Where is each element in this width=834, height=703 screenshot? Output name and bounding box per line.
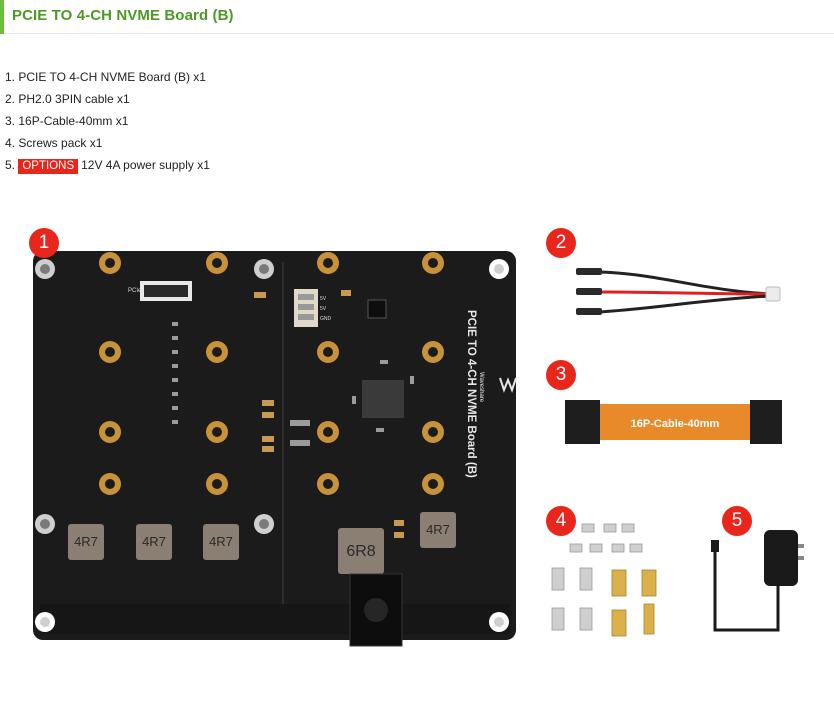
power-supply	[711, 530, 804, 632]
header-label-5v: 5V	[320, 296, 327, 302]
standoff-pad	[99, 252, 444, 495]
inductor	[68, 512, 456, 574]
list-item: 3. 16P-Cable-40mm x1	[5, 110, 210, 132]
list-item-text: 3. 16P-Cable-40mm x1	[5, 114, 129, 128]
inductor-label: 6R8	[346, 543, 375, 560]
inductor-label: 4R7	[426, 522, 450, 537]
mounting-hole	[35, 259, 509, 632]
callout-2: 2	[546, 228, 576, 258]
package-content-list: 1. PCIE TO 4-CH NVME Board (B) x1 2. PH2…	[5, 66, 210, 176]
power-header: 5V 5V GND	[294, 289, 332, 327]
header-label-gnd: GND	[320, 316, 332, 322]
list-item-text: 2. PH2.0 3PIN cable x1	[5, 92, 130, 106]
switch-chip	[362, 380, 404, 418]
options-badge: OPTIONS	[18, 159, 79, 174]
pcb-board: PCIe 5V 5V GND	[33, 251, 517, 647]
list-item-text: 1. PCIE TO 4-CH NVME Board (B) x1	[5, 70, 206, 84]
callout-1: 1	[29, 228, 59, 258]
waveshare-logo-icon	[499, 377, 517, 393]
page-title: PCIE TO 4-CH NVME Board (B)	[12, 7, 234, 24]
pcie-fpc-connector: PCIe	[128, 281, 192, 301]
inductor-label: 4R7	[209, 534, 233, 549]
dc-jack	[349, 573, 403, 647]
callout-4: 4	[546, 506, 576, 536]
list-item-number: 5.	[5, 158, 16, 172]
list-item: 4. Screws pack x1	[5, 132, 210, 154]
board-silk-title: PCIE TO 4-CH NVME Board (B)	[465, 310, 477, 478]
header-label-5v: 5V	[320, 306, 327, 312]
inductor-label: 4R7	[142, 534, 166, 549]
title-accent-bar	[0, 0, 4, 34]
list-item-text: 4. Screws pack x1	[5, 136, 103, 150]
ph2-cable	[576, 268, 781, 315]
brand-silk-label: Waveshare	[478, 372, 484, 403]
inductor-label: 4R7	[74, 534, 98, 549]
power-switch	[367, 299, 387, 319]
screws-pack	[551, 523, 657, 637]
callout-5: 5	[722, 506, 752, 536]
fpc-cable-label: 16P-Cable-40mm	[631, 418, 720, 430]
fpc-cable: 16P-Cable-40mm	[565, 400, 782, 444]
list-item: 2. PH2.0 3PIN cable x1	[5, 88, 210, 110]
list-item: 1. PCIE TO 4-CH NVME Board (B) x1	[5, 66, 210, 88]
title-bar: PCIE TO 4-CH NVME Board (B)	[0, 0, 834, 34]
list-item-text: 12V 4A power supply x1	[81, 158, 210, 172]
callout-3: 3	[546, 360, 576, 390]
pcie-silk-label: PCIe	[128, 288, 142, 294]
